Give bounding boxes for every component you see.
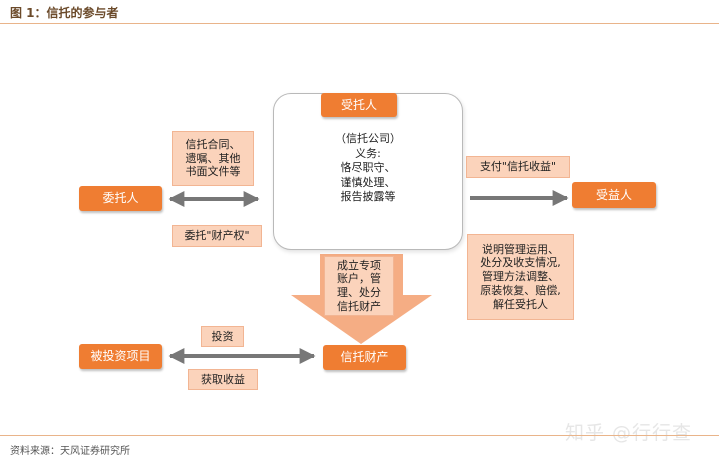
trust-property-node: 信托财产 (323, 345, 406, 370)
source-note: 资料来源：天风证券研究所 (10, 446, 130, 457)
pay-income-label: 支付"信托收益" (466, 156, 570, 178)
watermark: 知乎 @行行查 (565, 422, 693, 444)
trustee-node: 受托人 (321, 93, 397, 117)
beneficiary-node: 受益人 (572, 182, 656, 208)
establish-account-label: 成立专项 账户，管 理、处分 信托财产 (324, 256, 394, 316)
figure-title: 图 1：信托的参与者 (10, 6, 119, 20)
trustor-node: 委托人 (79, 186, 162, 211)
trust-documents-label: 信托合同、 遗嘱、其他 书面文件等 (172, 131, 254, 186)
invest-label: 投资 (201, 326, 244, 347)
investee-node: 被投资项目 (79, 344, 162, 369)
bottom-divider (0, 435, 719, 436)
trustee-duties-text: （信托公司） 义务: 恪尽职守、 谨慎处理、 报告披露等 (335, 132, 401, 204)
trustee-frame (273, 93, 463, 250)
entrust-property-label: 委托"财产权" (172, 225, 262, 247)
top-divider (0, 23, 719, 24)
explain-duties-label: 说明管理运用、 处分及收支情况, 管理方法调整、 原装恢复、赔偿, 解任受托人 (467, 234, 574, 320)
obtain-income-label: 获取收益 (188, 369, 258, 390)
